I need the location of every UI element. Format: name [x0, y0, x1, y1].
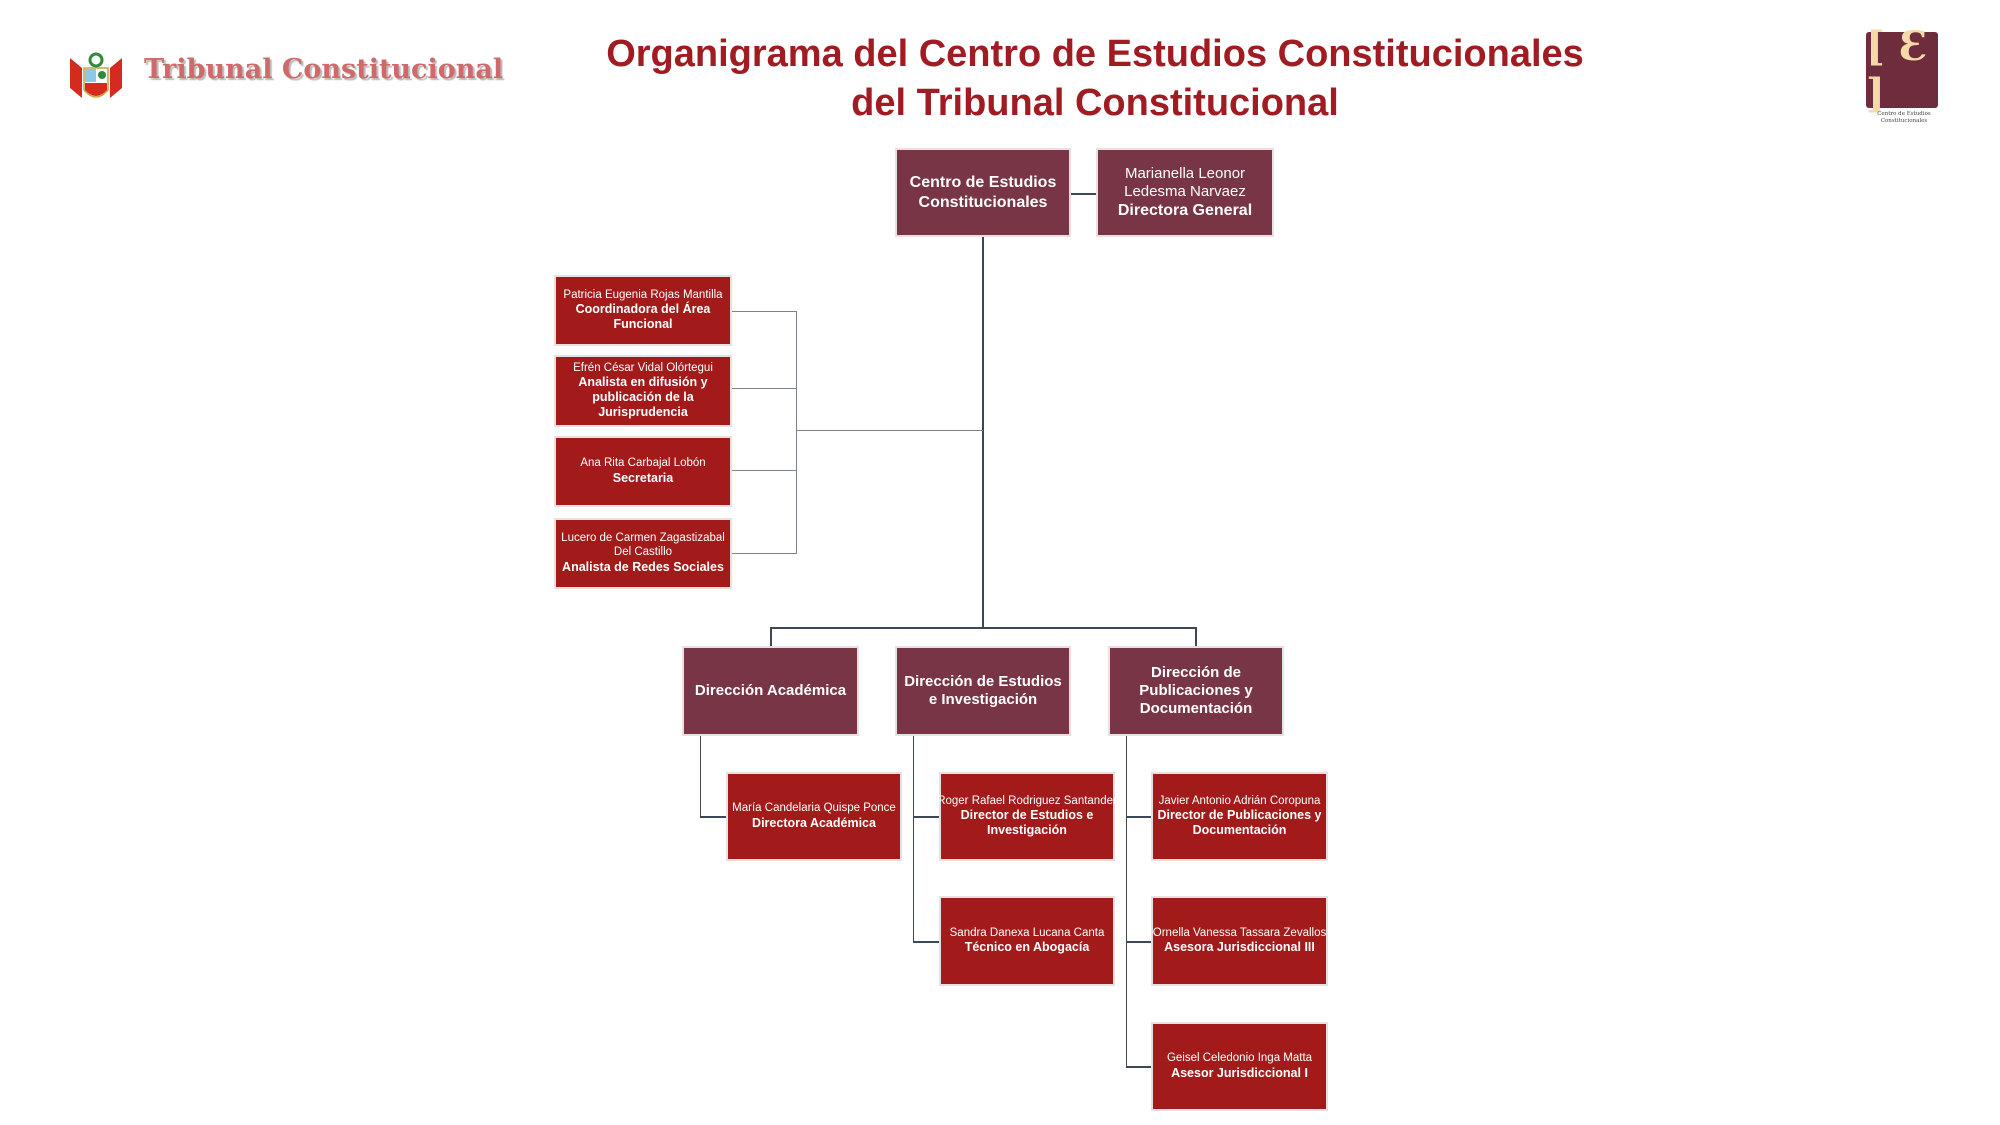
- connector: [1126, 1066, 1153, 1068]
- person-name: Efrén César Vidal Olórtegui: [573, 361, 713, 374]
- title-line-2: del Tribunal Constitucional: [851, 82, 1339, 124]
- directorate-academica: Dirección Académica: [682, 646, 859, 736]
- cec-caption-line-2: Constitucionales: [1880, 118, 1928, 125]
- connector: [731, 388, 796, 389]
- person-name: Ana Rita Carbajal Lobón: [580, 457, 706, 470]
- connector-trunk: [982, 236, 984, 629]
- connector: [700, 816, 727, 818]
- connector: [913, 941, 940, 943]
- person-name: Javier Antonio Adrián Coropuna: [1158, 794, 1321, 807]
- person-name: Geisel Celedonio Inga Matta: [1166, 1052, 1313, 1065]
- connector: [913, 735, 914, 943]
- connector: [731, 470, 796, 471]
- directorate-estudios: Dirección de Estudios e Investigación: [895, 646, 1071, 736]
- cec-logo: [ Ɛ ] Centro de Estudios Constitucionale…: [1866, 23, 1942, 125]
- person-role: Secretaria: [612, 470, 674, 485]
- tribunal-constitucional-wordmark: Tribunal Constitucional: [144, 54, 504, 85]
- directorate-publicaciones: Dirección de Publicaciones y Documentaci…: [1108, 646, 1284, 736]
- member-box: Sandra Danexa Lucana Canta Técnico en Ab…: [939, 896, 1115, 986]
- connector: [913, 816, 940, 818]
- person-role: Analista de Redes Sociales: [562, 559, 724, 574]
- connector: [1195, 627, 1197, 647]
- staff-box: Patricia Eugenia Rojas Mantilla Coordina…: [554, 275, 732, 346]
- staff-box: Efrén César Vidal Olórtegui Analista en …: [554, 355, 732, 427]
- directorate-name: Dirección de Publicaciones y Documentaci…: [1139, 664, 1253, 717]
- person-name: Roger Rafael Rodriguez Santander: [937, 794, 1117, 807]
- connector: [1126, 941, 1153, 943]
- connector: [1070, 193, 1097, 195]
- person-role: Directora Académica: [752, 815, 876, 830]
- person-role: Asesora Jurisdiccional III: [1164, 940, 1315, 955]
- member-box: Geisel Celedonio Inga Matta Asesor Juris…: [1151, 1022, 1328, 1111]
- person-role: Director de Publicaciones y Documentació…: [1157, 808, 1322, 838]
- cec-caption: Centro de Estudios Constitucionales: [1866, 111, 1942, 125]
- person-name: María Candelaria Quispe Ponce: [732, 802, 896, 815]
- person-role: Coordinadora del Área Funcional: [575, 302, 711, 332]
- staff-box: Lucero de Carmen Zagastizabal Del Castil…: [554, 518, 732, 589]
- person-name: Patricia Eugenia Rojas Mantilla: [563, 288, 723, 301]
- connector: [770, 627, 772, 647]
- unit-name: Centro de Estudios Constitucionales: [909, 174, 1057, 211]
- member-box: Javier Antonio Adrián Coropuna Director …: [1151, 772, 1328, 861]
- person-role: Asesor Jurisdiccional I: [1171, 1065, 1308, 1080]
- person-name: Ledesma Narvaez: [1124, 182, 1246, 200]
- connector: [796, 311, 797, 554]
- person-role: Directora General: [1117, 201, 1253, 219]
- connector-bus: [770, 627, 1197, 629]
- connector: [1126, 735, 1127, 1068]
- member-box: Roger Rafael Rodriguez Santander Directo…: [937, 772, 1117, 861]
- directorate-name: Dirección Académica: [694, 682, 847, 699]
- connector: [731, 553, 796, 554]
- cec-caption-line-1: Centro de Estudios: [1877, 111, 1931, 117]
- unit-centro-estudios: Centro de Estudios Constitucionales: [895, 148, 1071, 237]
- member-box: María Candelaria Quispe Ponce Directora …: [726, 772, 902, 861]
- page-title: Organigrama del Centro de Estudios Const…: [500, 30, 1690, 128]
- connector: [1126, 816, 1153, 818]
- cec-mark: [ Ɛ ]: [1866, 23, 1938, 117]
- member-box: Ornella Vanessa Tassara Zevallos Asesora…: [1151, 896, 1328, 986]
- directorate-name: Dirección de Estudios e Investigación: [904, 673, 1062, 708]
- staff-box: Ana Rita Carbajal Lobón Secretaria: [554, 436, 732, 507]
- person-name: Marianella Leonor: [1124, 164, 1246, 182]
- peru-coat-of-arms-icon: [70, 52, 122, 98]
- person-name: Ornella Vanessa Tassara Zevallos: [1152, 926, 1327, 939]
- person-name: Sandra Danexa Lucana Canta: [949, 926, 1105, 939]
- title-line-1: Organigrama del Centro de Estudios Const…: [606, 33, 1584, 75]
- person-role: Analista en difusión y publicación de la…: [578, 375, 708, 420]
- director-general-box: Marianella Leonor Ledesma Narvaez Direct…: [1096, 148, 1274, 237]
- person-role: Técnico en Abogacía: [964, 940, 1090, 955]
- connector: [700, 735, 701, 817]
- tribunal-constitucional-logo: Tribunal Constitucional: [64, 38, 503, 110]
- person-role: Director de Estudios e Investigación: [960, 808, 1094, 838]
- connector: [796, 430, 983, 431]
- connector: [731, 311, 796, 312]
- person-name: Lucero de Carmen Zagastizabal Del Castil…: [561, 532, 725, 558]
